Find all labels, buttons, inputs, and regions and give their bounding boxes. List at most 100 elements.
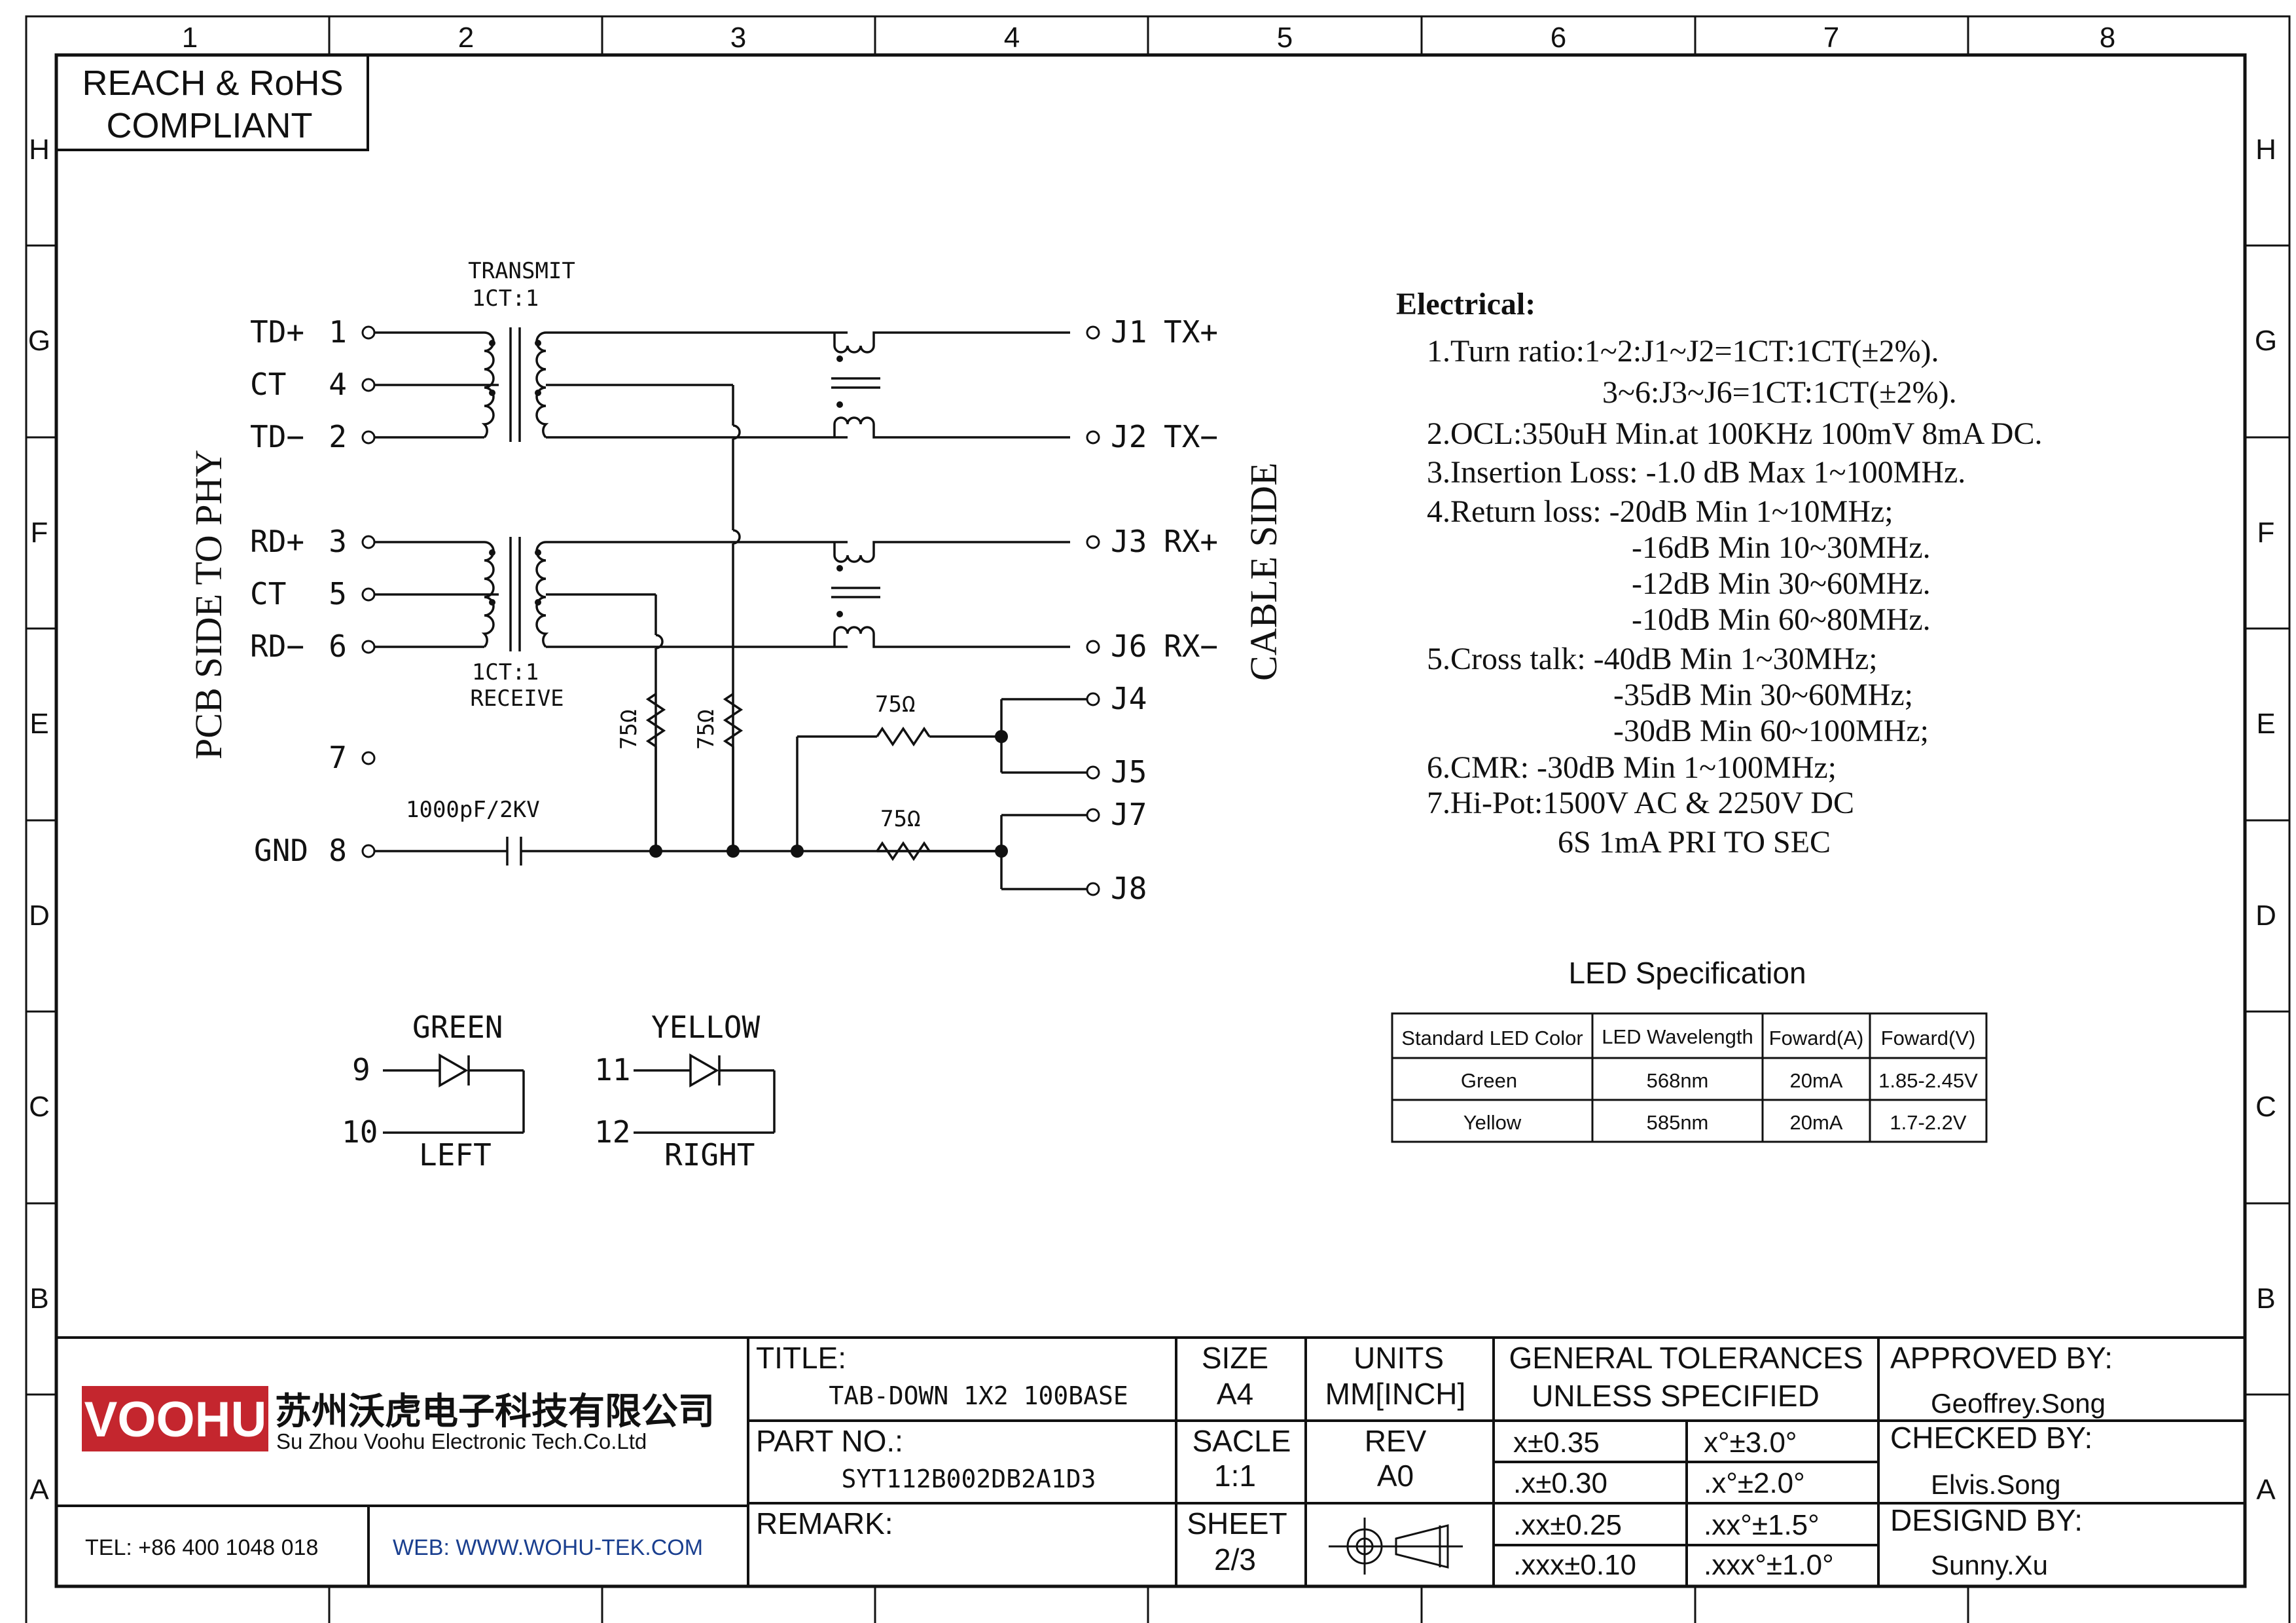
electrical-line: -30dB Min 60~100MHz; — [1613, 714, 1929, 748]
electrical-line: 3.Insertion Loss: -1.0 dB Max 1~100MHz. — [1427, 455, 1965, 490]
electrical-line: 5.Cross talk: -40dB Min 1~30MHz; — [1427, 642, 1878, 676]
sheet-label: SHEET — [1187, 1506, 1287, 1541]
rev-value: A0 — [1377, 1459, 1414, 1493]
web-link[interactable]: WEB: WWW.WOHU-TEK.COM — [393, 1535, 703, 1560]
pin-name: TD+ — [250, 314, 304, 350]
electrical-line: -12dB Min 30~60MHz. — [1632, 566, 1931, 601]
third-angle-projection-icon — [1329, 1518, 1463, 1575]
pin-name: RX+ — [1164, 524, 1218, 559]
logo-text: VOOHU — [84, 1392, 267, 1448]
approved-by-label: APPROVED BY: — [1890, 1341, 2113, 1375]
checked-by-value: Elvis.Song — [1931, 1469, 2060, 1500]
electrical-line: 4.Return loss: -20dB Min 1~10MHz; — [1427, 494, 1893, 529]
led-color-label: YELLOW — [651, 1010, 760, 1045]
table-cell: 1.7-2.2V — [1890, 1111, 1967, 1134]
table-cell: 1.85-2.45V — [1878, 1069, 1978, 1092]
row-letter: H — [2255, 134, 2276, 166]
table-cell: 20mA — [1790, 1111, 1843, 1134]
table-cell: Yellow — [1463, 1111, 1522, 1134]
compliance-line-1: REACH & RoHS — [82, 64, 343, 103]
row-letter: H — [29, 134, 50, 166]
electrical-line: 1.Turn ratio:1~2:J1~J2=1CT:1CT(±2%). — [1427, 334, 1939, 369]
sheet-value: 2/3 — [1214, 1542, 1256, 1577]
led-green: GREEN 9 10 LEFT — [342, 1010, 525, 1173]
approved-by-value: Geoffrey.Song — [1931, 1388, 2106, 1419]
rev-label: REV — [1365, 1424, 1427, 1458]
scale-label: SACLE — [1193, 1424, 1291, 1458]
row-ticks — [26, 244, 2289, 1396]
table-header: Standard LED Color — [1401, 1027, 1583, 1049]
col-number: 7 — [1823, 22, 1839, 54]
part-label: PART NO.: — [756, 1424, 903, 1458]
col-number: 6 — [1551, 22, 1566, 54]
pin-name: TX− — [1164, 419, 1218, 454]
pin-number: 6 — [329, 629, 347, 664]
row-letter: A — [2256, 1474, 2276, 1506]
pin-number: J2 — [1111, 419, 1147, 454]
row-letters-left: H G F E D C B A — [28, 134, 50, 1506]
led-spec-title: LED Specification — [1568, 956, 1806, 990]
col-number: 2 — [458, 22, 474, 54]
pin-name: RD+ — [250, 524, 304, 559]
col-number: 1 — [182, 22, 198, 54]
col-number: 8 — [2100, 22, 2115, 54]
led-side-label: RIGHT — [664, 1137, 755, 1173]
led-color-label: GREEN — [412, 1010, 503, 1045]
tolerance-angular: .xxx°±1.0° — [1704, 1549, 1834, 1581]
title-block: VOOHU 苏州沃虎电子科技有限公司 Su Zhou Voohu Electro… — [56, 1336, 2245, 1586]
pin-name: CT — [250, 576, 286, 611]
led-spec-table: LED Specification Standard LED Color LED… — [1391, 956, 1988, 1143]
table-header: LED Wavelength — [1602, 1025, 1753, 1048]
resistor-label: 75Ω — [693, 710, 719, 750]
pin-name: GND — [254, 833, 308, 868]
tolerance-linear: .xx±0.25 — [1513, 1509, 1622, 1541]
units-value: MM[INCH] — [1325, 1377, 1466, 1411]
resistor-label: 75Ω — [875, 691, 915, 718]
row-letter: F — [2257, 517, 2275, 549]
table-cell: 20mA — [1790, 1069, 1843, 1092]
row-letter: E — [29, 708, 48, 740]
tolerance-angular: x°±3.0° — [1704, 1427, 1797, 1459]
designed-by-value: Sunny.Xu — [1931, 1550, 2048, 1580]
row-letter: E — [2256, 708, 2275, 740]
receive-label: RECEIVE — [470, 685, 564, 712]
pin-number: J6 — [1111, 629, 1147, 664]
electrical-line: 7.Hi-Pot:1500V AC & 2250V DC — [1427, 786, 1854, 820]
electrical-line: 6S 1mA PRI TO SEC — [1558, 825, 1831, 860]
tolerance-angular: .x°±2.0° — [1704, 1467, 1805, 1499]
row-letter: B — [2256, 1283, 2275, 1315]
pin-name: TD− — [250, 419, 304, 454]
row-letter: A — [29, 1474, 49, 1506]
pin-number: 1 — [329, 314, 347, 350]
tolerance-label: UNLESS SPECIFIED — [1532, 1379, 1820, 1413]
title-label: TITLE: — [756, 1341, 846, 1375]
pcb-side-label: PCB SIDE TO PHY — [187, 450, 230, 759]
pin-name: RX− — [1164, 629, 1218, 664]
pin-number: J8 — [1111, 871, 1147, 906]
cable-side-label: CABLE SIDE — [1242, 463, 1285, 682]
led-side-label: LEFT — [419, 1137, 492, 1173]
row-letter: F — [31, 517, 48, 549]
tolerance-linear: x±0.35 — [1513, 1427, 1600, 1459]
electrical-notes: Electrical: 1.Turn ratio:1~2:J1~J2=1CT:1… — [1396, 287, 2042, 860]
led-pin: 9 — [352, 1052, 370, 1087]
row-letter: C — [2255, 1091, 2276, 1123]
resistor-label: 75Ω — [616, 710, 642, 750]
size-value: A4 — [1217, 1377, 1253, 1411]
tolerance-angular: .xx°±1.5° — [1704, 1509, 1820, 1541]
tolerance-linear: .x±0.30 — [1513, 1467, 1607, 1499]
pin-number: J4 — [1111, 681, 1147, 716]
transmit-label: TRANSMIT — [468, 258, 575, 284]
led-pin: 11 — [594, 1052, 630, 1087]
electrical-title: Electrical: — [1396, 287, 1535, 321]
transmit-ratio: 1CT:1 — [472, 285, 539, 312]
row-letter: B — [29, 1283, 48, 1315]
pin-number: 4 — [329, 367, 347, 402]
pin-name: TX+ — [1164, 314, 1218, 350]
remark-label: REMARK: — [756, 1506, 893, 1541]
row-letters-right: H G F E D C B A — [2255, 134, 2277, 1506]
table-cell: Green — [1461, 1069, 1517, 1092]
tel-text: TEL: +86 400 1048 018 — [85, 1535, 318, 1560]
size-label: SIZE — [1202, 1341, 1268, 1375]
